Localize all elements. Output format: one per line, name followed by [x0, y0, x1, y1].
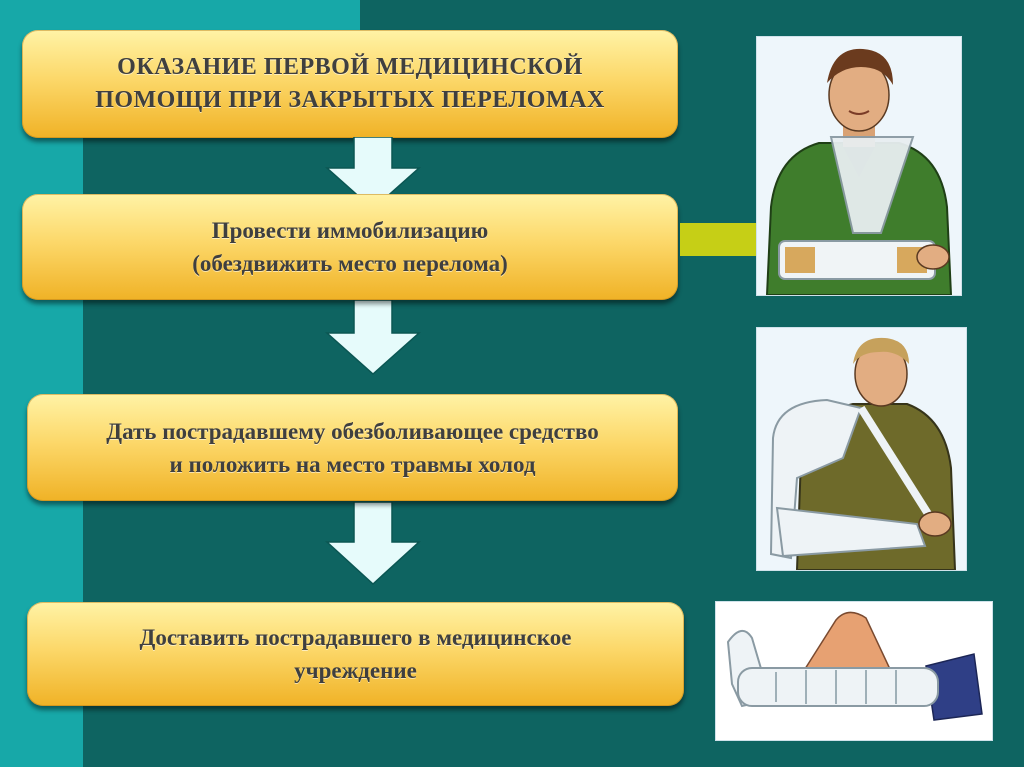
step-1-line-2: (обездвижить место перелома): [192, 251, 508, 276]
down-arrow-icon: [325, 137, 421, 211]
leg-bandage-illustration: [715, 601, 993, 741]
step-box-immobilization: Провести иммобилизацию (обездвижить мест…: [22, 194, 678, 300]
down-arrow-icon: [325, 300, 421, 376]
title-box: ОКАЗАНИЕ ПЕРВОЙ МЕДИЦИНСКОЙ ПОМОЩИ ПРИ З…: [22, 30, 678, 138]
step-box-transport: Доставить пострадавшего в медицинское уч…: [27, 602, 684, 706]
shoulder-bandage-illustration: [756, 327, 967, 571]
title-line-2: ПОМОЩИ ПРИ ЗАКРЫТЫХ ПЕРЕЛОМАХ: [95, 87, 605, 113]
step-3-line-1: Доставить пострадавшего в медицинское: [139, 625, 572, 650]
arm-sling-illustration: [756, 36, 962, 296]
connector-bar: [680, 223, 756, 256]
step-box-painkiller: Дать пострадавшему обезболивающее средст…: [27, 394, 678, 501]
step-2-line-1: Дать пострадавшему обезболивающее средст…: [106, 418, 599, 444]
title-line-1: ОКАЗАНИЕ ПЕРВОЙ МЕДИЦИНСКОЙ: [117, 54, 583, 80]
step-1-line-1: Провести иммобилизацию: [211, 218, 489, 243]
step-3-line-2: учреждение: [294, 658, 417, 683]
down-arrow-icon: [325, 502, 421, 586]
step-2-line-2: и положить на место травмы холод: [169, 451, 536, 477]
